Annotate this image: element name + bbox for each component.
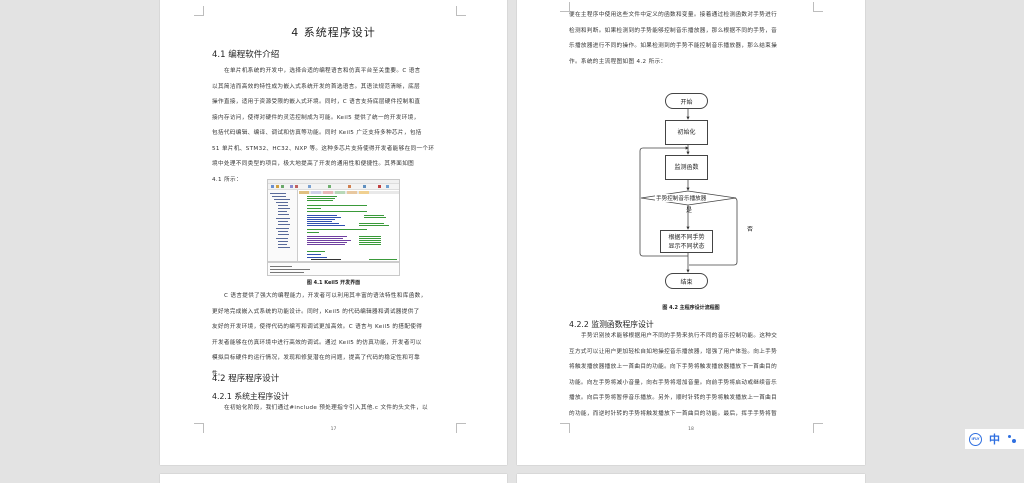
paragraph-c-language-keil: C 语言提供了强大的编程能力，开发者可以利用其丰富的语法特性和库函数， 更好地完…	[212, 293, 427, 377]
section-heading-4-2: 4.2 程序程序设计	[212, 374, 280, 384]
margin-mark-top-right	[456, 6, 466, 16]
paragraph-4-1-intro: 在单片机系统的开发中，选择合适的编程语言和仿真平台至关重要。C 语言 以其简洁而…	[212, 68, 435, 183]
page-number: 18	[688, 427, 694, 432]
ifly-icon[interactable]: iFLY	[969, 432, 982, 446]
margin-mark-bottom-left	[194, 423, 204, 433]
flowchart-start: 开始	[665, 93, 708, 109]
document-page-17: 4 系统程序设计 4.1 编程软件介绍 在单片机系统的开发中，选择合适的编程语言…	[160, 0, 507, 465]
page-number: 17	[330, 427, 337, 432]
flowchart-decision-label: 手势控制音乐播放器	[655, 194, 708, 202]
margin-mark-bottom-right	[456, 423, 466, 433]
section-heading-4-2-1: 4.2.1 系统主程序设计	[212, 392, 289, 401]
margin-mark-bottom-right	[813, 423, 823, 433]
keil5-ide-screenshot	[267, 179, 400, 276]
margin-mark-top-right	[813, 2, 823, 12]
paragraph-gesture-functions: 手势识别技术能够根据用户不同的手势来执行不同的音乐控制功能。这种交 互方式可以让…	[569, 333, 778, 417]
flowchart-yes-label: 是	[686, 207, 693, 214]
flowchart-no-label: 否	[747, 226, 754, 233]
flowchart-detect-function: 监测函数	[665, 155, 708, 180]
flowchart-action: 根据不同手势 显示不同状态	[660, 230, 713, 253]
chapter-title: 4 系统程序设计	[291, 26, 376, 39]
flowchart-end: 结束	[665, 273, 708, 289]
figure-caption-4-2: 图 4.2 主程序设计流程图	[662, 305, 720, 311]
section-heading-4-1: 4.1 编程软件介绍	[212, 50, 280, 60]
section-heading-4-2-2: 4.2.2 监测函数程序设计	[569, 320, 654, 329]
margin-mark-top-left	[560, 2, 570, 12]
document-page-next-right	[517, 474, 865, 483]
paragraph-flow-intro: 便在主程序中使用这些文件中定义的函数和变量。接着通过检测函数对手势进行 检测和判…	[569, 12, 778, 65]
document-page-next-left	[160, 474, 507, 483]
ime-language-toggle[interactable]: 中	[989, 433, 1000, 446]
flowchart-init: 初始化	[665, 120, 708, 145]
paragraph-main-program: 在初始化阶段，我们通过#include 预处理指令引入其他.c 文件的头文件，以	[224, 405, 428, 411]
ime-toolbar[interactable]: iFLY 中	[965, 429, 1024, 449]
punctuation-icon[interactable]	[1007, 433, 1017, 445]
document-page-18: 便在主程序中使用这些文件中定义的函数和变量。接着通过检测函数对手势进行 检测和判…	[517, 0, 865, 465]
figure-caption-4-1: 图 4.1 Keil5 开发界面	[306, 280, 361, 286]
margin-mark-top-left	[194, 6, 204, 16]
margin-mark-bottom-left	[560, 423, 570, 433]
